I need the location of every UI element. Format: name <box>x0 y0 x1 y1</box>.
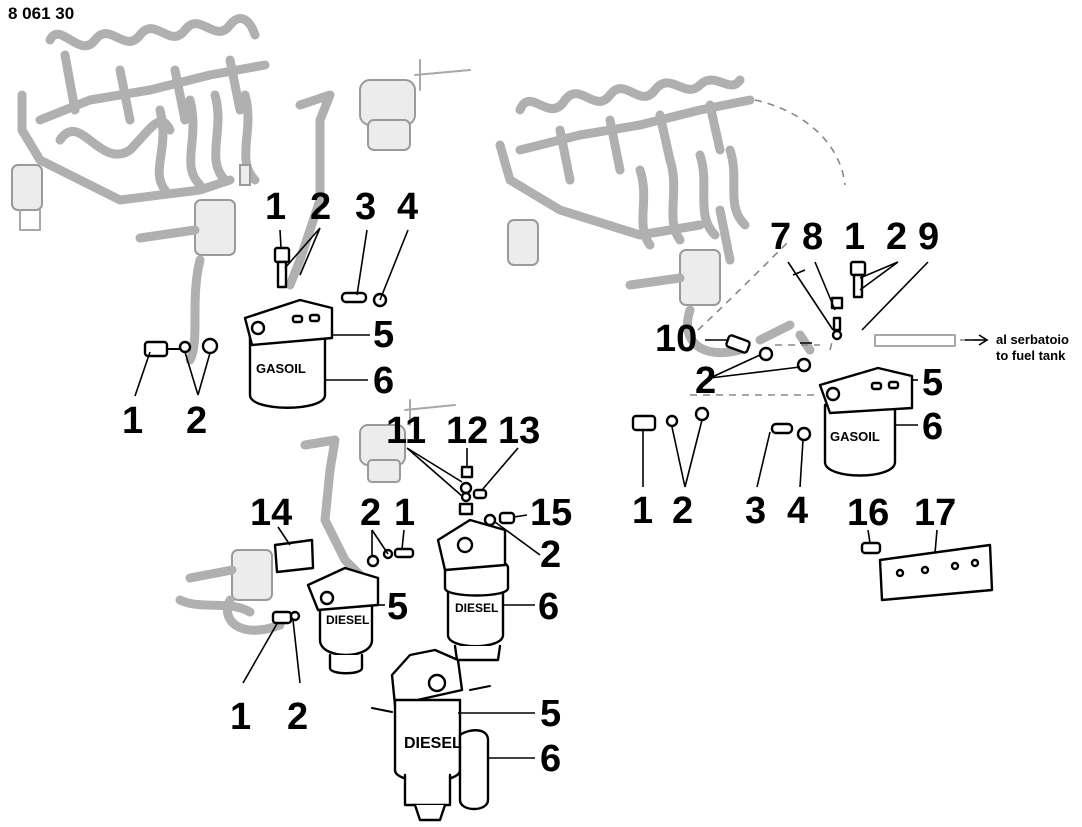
diesel-label-small: DIESEL <box>326 613 369 627</box>
callout-2: 2 <box>186 400 208 442</box>
callout-7: 7 <box>770 216 792 258</box>
callout-5: 5 <box>540 693 562 735</box>
callout-6: 6 <box>922 406 944 448</box>
leader-lines <box>134 227 989 759</box>
callout-11: 11 <box>386 410 427 452</box>
callout-2: 2 <box>695 360 717 402</box>
fuel-filter-gasoil-right: GASOIL <box>818 260 914 477</box>
callout-6: 6 <box>373 360 395 402</box>
callout-15: 15 <box>530 492 573 534</box>
callout-1: 1 <box>230 696 252 738</box>
callout-1: 1 <box>632 490 654 532</box>
callout-1: 1 <box>844 216 866 258</box>
callout-3: 3 <box>355 186 377 228</box>
gasoil-label: GASOIL <box>256 361 306 376</box>
drawing-code: 8 061 30 <box>8 4 75 23</box>
callout-3: 3 <box>745 490 767 532</box>
gasoil-label-right: GASOIL <box>830 429 880 444</box>
callout-2: 2 <box>310 186 332 228</box>
callout-5: 5 <box>922 362 944 404</box>
fittings-right <box>631 334 994 602</box>
callout-4: 4 <box>787 490 809 532</box>
callout-1: 1 <box>394 492 416 534</box>
callout-6: 6 <box>538 586 560 628</box>
engine-lines-left <box>11 14 471 365</box>
fuel-filter-diesel-spin: DIESEL <box>436 465 516 662</box>
callout-13: 13 <box>498 410 541 452</box>
callout-4: 4 <box>397 186 419 228</box>
callout-9: 9 <box>918 216 940 258</box>
callout-2: 2 <box>540 534 562 576</box>
diesel-label-large: DIESEL <box>404 735 462 752</box>
tank-note-english: to fuel tank <box>996 348 1066 363</box>
callout-1: 1 <box>122 400 144 442</box>
callout-5: 5 <box>373 314 395 356</box>
callout-14: 14 <box>250 492 293 534</box>
callout-5: 5 <box>387 586 409 628</box>
fuel-filter-diesel-small: DIESEL <box>271 538 415 675</box>
callout-16: 16 <box>847 492 890 534</box>
callout-2: 2 <box>360 492 382 534</box>
fittings-left <box>143 291 388 358</box>
callout-10: 10 <box>655 318 698 360</box>
fuel-tank-note: al serbatoio to fuel tank <box>996 332 1069 364</box>
callout-8: 8 <box>802 216 824 258</box>
callout-2: 2 <box>886 216 908 258</box>
callout-2: 2 <box>672 490 694 532</box>
tank-note-italian: al serbatoio <box>996 332 1069 347</box>
callout-17: 17 <box>914 492 957 534</box>
callout-2: 2 <box>287 696 309 738</box>
engine-lines-right <box>495 75 815 358</box>
fuel-filter-gasoil-left: GASOIL <box>243 246 334 409</box>
engine-lines-middle <box>175 399 456 635</box>
diesel-label-spin: DIESEL <box>455 601 498 615</box>
callout-6: 6 <box>540 738 562 780</box>
callout-1: 1 <box>265 186 287 228</box>
callout-12: 12 <box>446 410 489 452</box>
fuel-filter-diesel-large: DIESEL <box>371 648 491 822</box>
